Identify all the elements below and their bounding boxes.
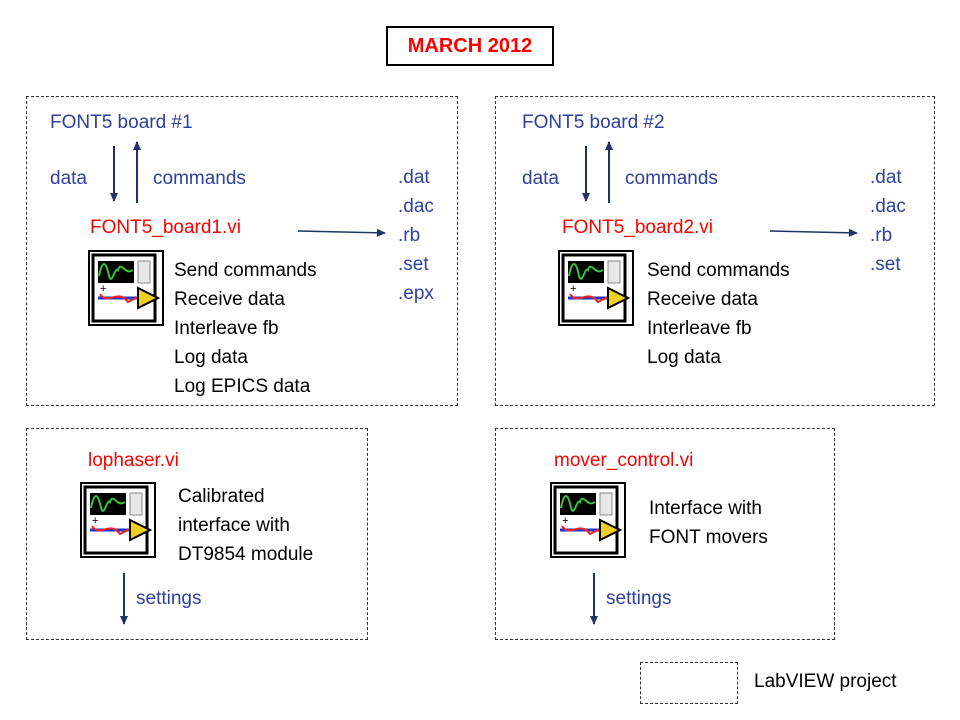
svg-text:+: + <box>100 283 106 295</box>
extension-item: .set <box>870 254 901 275</box>
mover-description: Interface with FONT movers <box>649 494 768 552</box>
description-line: Interface with <box>649 498 762 519</box>
legend-label: LabVIEW project <box>754 671 897 692</box>
labview-vi-icon: + <box>550 482 626 558</box>
mover-project-box <box>495 428 835 640</box>
board1-task-list: Send commands Receive data Interleave fb… <box>174 256 317 401</box>
board2-output-arrow <box>769 228 858 237</box>
board2-commands-label: commands <box>625 168 718 189</box>
board1-vi-name: FONT5_board1.vi <box>90 217 242 238</box>
task-item: Interleave fb <box>174 318 279 339</box>
lophaser-settings-label: settings <box>136 588 202 609</box>
task-item: Send commands <box>174 260 317 281</box>
mover-settings-label: settings <box>606 588 672 609</box>
description-line: FONT movers <box>649 527 768 548</box>
task-item: Send commands <box>647 260 790 281</box>
extension-item: .dac <box>398 196 434 217</box>
extension-item: .rb <box>870 225 893 246</box>
legend-swatch <box>640 662 738 704</box>
board2-task-list: Send commands Receive data Interleave fb… <box>647 256 790 372</box>
task-item: Interleave fb <box>647 318 752 339</box>
board2-vi-name: FONT5_board2.vi <box>562 217 714 238</box>
extension-item: .rb <box>398 225 421 246</box>
svg-text:+: + <box>92 515 98 527</box>
board2-heading: FONT5 board #2 <box>522 112 665 133</box>
task-item: Receive data <box>174 289 285 310</box>
extension-item: .dac <box>870 196 906 217</box>
extension-item: .dat <box>870 167 902 188</box>
extension-item: .dat <box>398 167 430 188</box>
labview-vi-icon: + <box>88 250 164 326</box>
svg-text:+: + <box>570 283 576 295</box>
board2-project-box <box>495 96 935 406</box>
description-line: DT9854 module <box>178 544 314 565</box>
svg-text:+: + <box>562 515 568 527</box>
lophaser-project-box <box>26 428 368 640</box>
task-item: Receive data <box>647 289 758 310</box>
page-title: MARCH 2012 <box>386 26 554 66</box>
labview-vi-icon: + <box>80 482 156 558</box>
extension-item: .epx <box>398 283 434 304</box>
board1-extension-list: .dat .dac .rb .set .epx <box>398 163 434 308</box>
description-line: interface with <box>178 515 290 536</box>
task-item: Log data <box>174 347 248 368</box>
board1-output-arrow <box>297 228 386 237</box>
board1-project-box <box>26 96 458 406</box>
task-item: Log EPICS data <box>174 376 311 397</box>
board2-data-label: data <box>522 168 559 189</box>
extension-item: .set <box>398 254 429 275</box>
labview-vi-icon: + <box>558 250 634 326</box>
lophaser-vi-name: lophaser.vi <box>88 450 179 471</box>
board2-extension-list: .dat .dac .rb .set <box>870 163 906 279</box>
lophaser-description: Calibrated interface with DT9854 module <box>178 482 313 569</box>
board1-data-label: data <box>50 168 87 189</box>
board1-commands-label: commands <box>153 168 246 189</box>
description-line: Calibrated <box>178 486 265 507</box>
board1-heading: FONT5 board #1 <box>50 112 193 133</box>
mover-vi-name: mover_control.vi <box>554 450 694 471</box>
task-item: Log data <box>647 347 721 368</box>
